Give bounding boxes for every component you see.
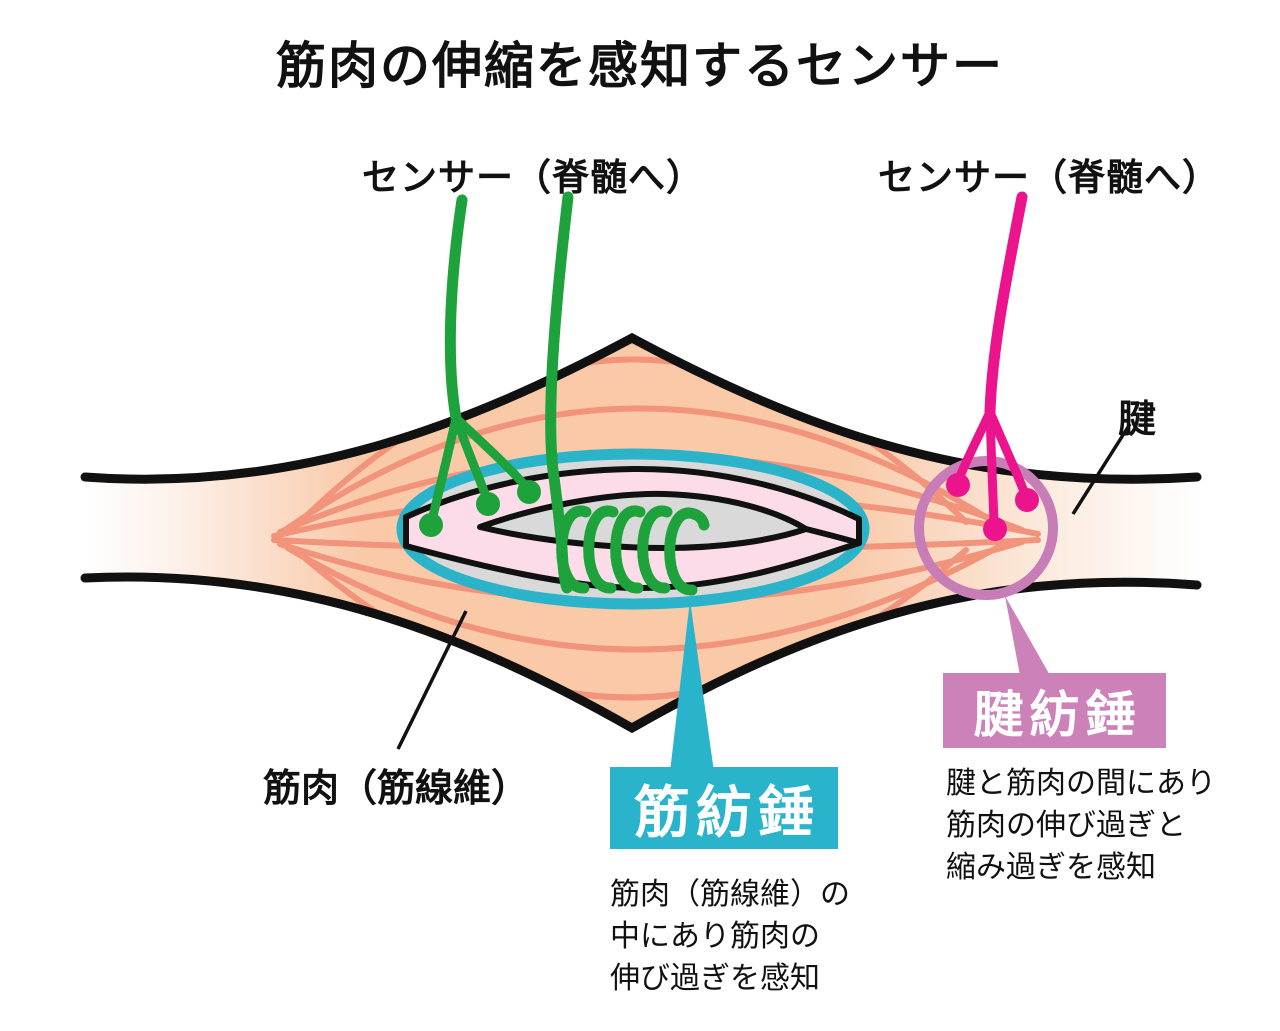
sensor-nerve-left [419,194,541,537]
sensor-label-left: センサー（脊髄へ） [362,156,704,199]
muscle-spindle-description: 筋肉（筋線維）の 中にあり筋肉の 伸び過ぎを感知 [610,877,850,996]
tendon-label: 腱 [1118,397,1157,441]
tendon-spindle-circle [914,456,1058,600]
tendon-spindle-callout-stem [1005,596,1056,686]
muscle-fiber-label: 筋肉（筋線維） [263,766,530,810]
tendon-spindle-callout-box: 腱紡錘 [943,673,1166,748]
muscle-spindle-callout-stem [670,600,714,772]
sensor-nerve-right [946,191,1039,541]
sensor-label-right: センサー（脊髄へ） [878,156,1220,199]
page-title: 筋肉の伸縮を感知するセンサー [276,37,1004,95]
tendon-pointer-line [1071,423,1132,515]
muscle-outline-top [80,332,1202,484]
muscle-spindle-callout-box: 筋紡錘 [610,767,838,849]
muscle-pointer-line [396,610,468,750]
tendon-spindle-description: 腱と筋肉の間にあり 筋肉の伸び過ぎと 縮み過ぎを感知 [946,766,1216,885]
sensory-coil [545,191,710,596]
